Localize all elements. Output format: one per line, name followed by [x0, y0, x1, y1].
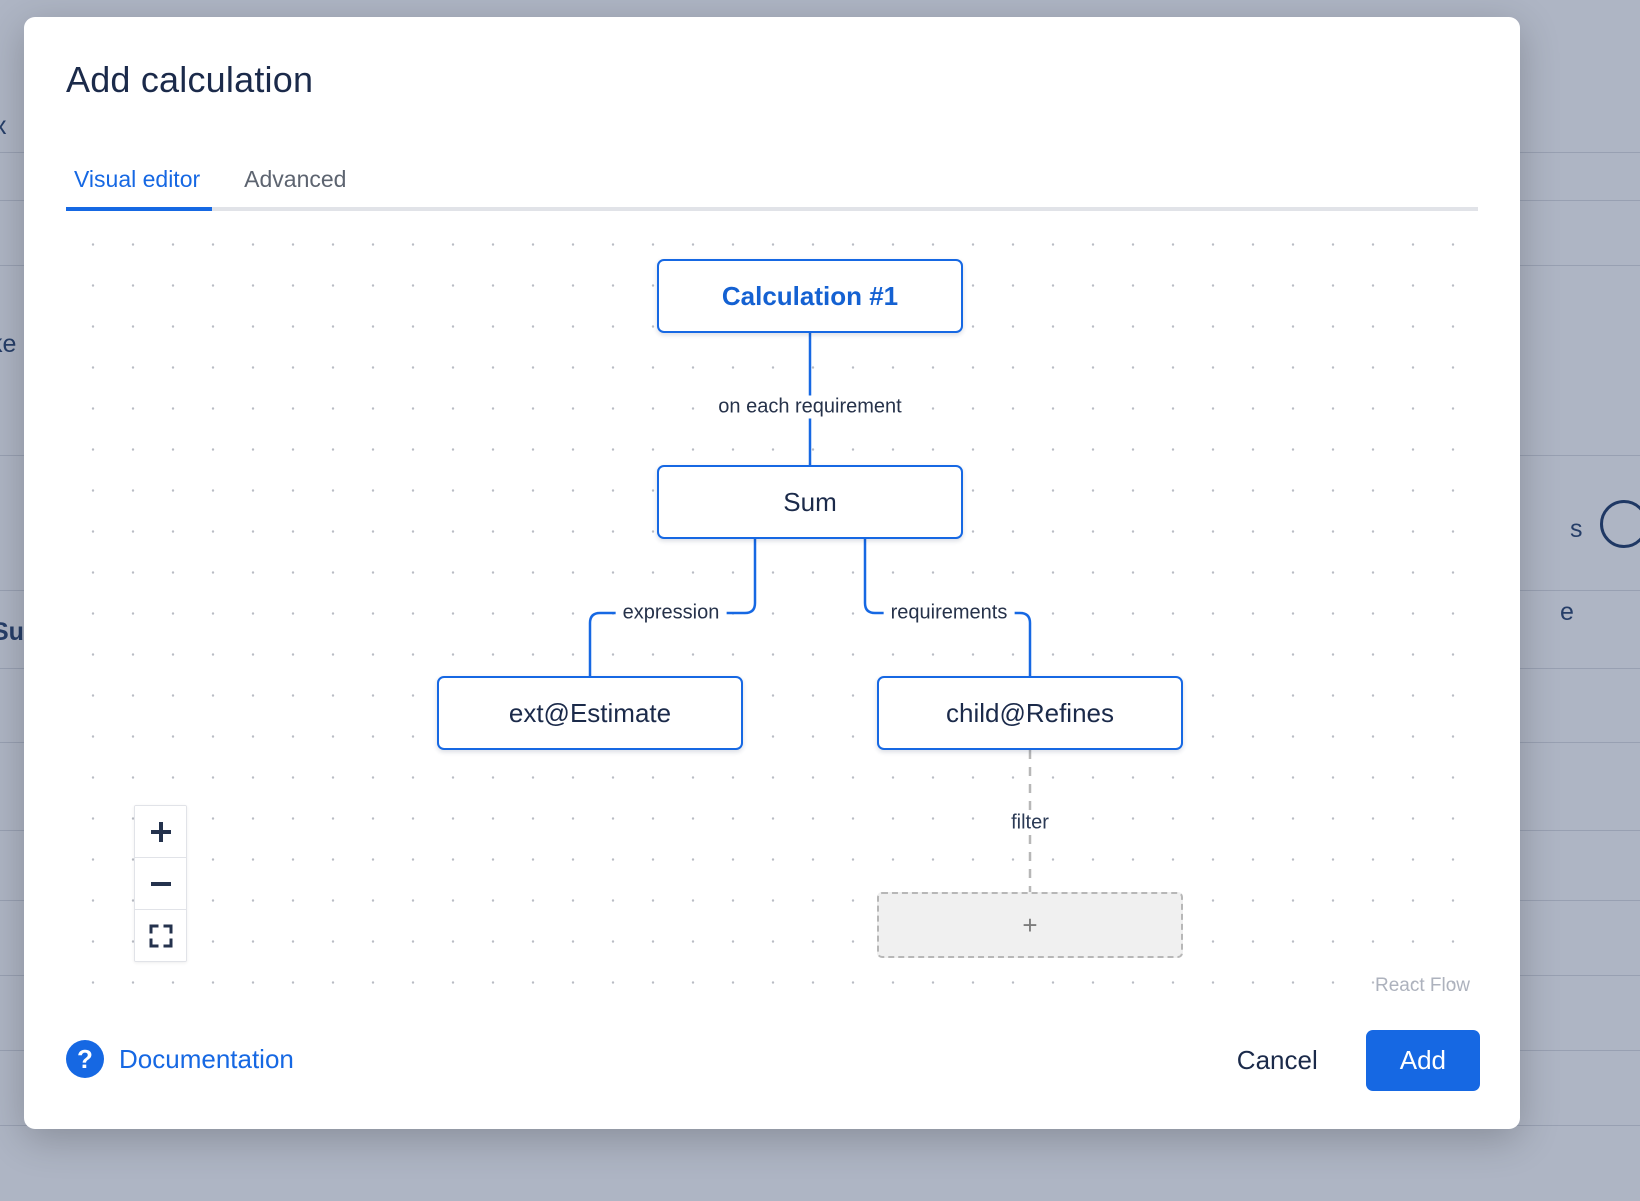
- tab-divider: [66, 207, 1478, 211]
- node-filter-placeholder[interactable]: +: [877, 892, 1183, 958]
- tab-visual-editor[interactable]: Visual editor: [74, 166, 201, 192]
- dialog-footer: ? Documentation Cancel Add: [24, 1004, 1520, 1129]
- edge-label-on-each-requirement: on each requirement: [711, 395, 909, 419]
- background-text-fragment: e: [1560, 598, 1574, 626]
- flow-canvas[interactable]: Calculation #1 Sum ext@Estimate child@Re…: [66, 213, 1478, 1003]
- tab-bar: Visual editor Advanced: [66, 157, 1478, 211]
- tab-advanced[interactable]: Advanced: [244, 166, 347, 192]
- minus-icon: [148, 871, 174, 897]
- cancel-button[interactable]: Cancel: [1215, 1031, 1340, 1090]
- node-requirements[interactable]: child@Refines: [877, 676, 1183, 750]
- background-text-fragment: ke: [0, 330, 17, 358]
- zoom-out-button[interactable]: [135, 858, 186, 910]
- add-button[interactable]: Add: [1365, 1030, 1480, 1091]
- background-circle-icon: [1600, 500, 1640, 548]
- node-sum[interactable]: Sum: [657, 465, 963, 539]
- zoom-in-button[interactable]: [135, 806, 186, 858]
- dialog-actions: Cancel Add: [1215, 1030, 1480, 1091]
- plus-icon: [148, 819, 174, 845]
- tab-active-indicator: [66, 207, 212, 211]
- edge-label-filter: filter: [1004, 811, 1056, 835]
- fit-view-icon: [148, 923, 174, 949]
- node-calculation[interactable]: Calculation #1: [657, 259, 963, 333]
- background-text-fragment: Su: [0, 618, 24, 646]
- edge-label-expression: expression: [615, 601, 727, 625]
- background-text-fragment: x: [0, 112, 7, 140]
- help-icon: ?: [66, 1040, 104, 1078]
- edge-label-requirements: requirements: [883, 601, 1015, 625]
- page-title: Add calculation: [66, 59, 314, 100]
- node-expression[interactable]: ext@Estimate: [437, 676, 743, 750]
- documentation-label: Documentation: [119, 1043, 294, 1074]
- documentation-link[interactable]: ? Documentation: [66, 1040, 294, 1078]
- background-text-fragment: s: [1570, 515, 1583, 543]
- add-calculation-dialog: Add calculation Visual editor Advanced: [24, 17, 1520, 1129]
- fit-view-button[interactable]: [135, 910, 186, 961]
- canvas-controls: [134, 805, 187, 962]
- react-flow-attribution[interactable]: React Flow: [1374, 975, 1470, 996]
